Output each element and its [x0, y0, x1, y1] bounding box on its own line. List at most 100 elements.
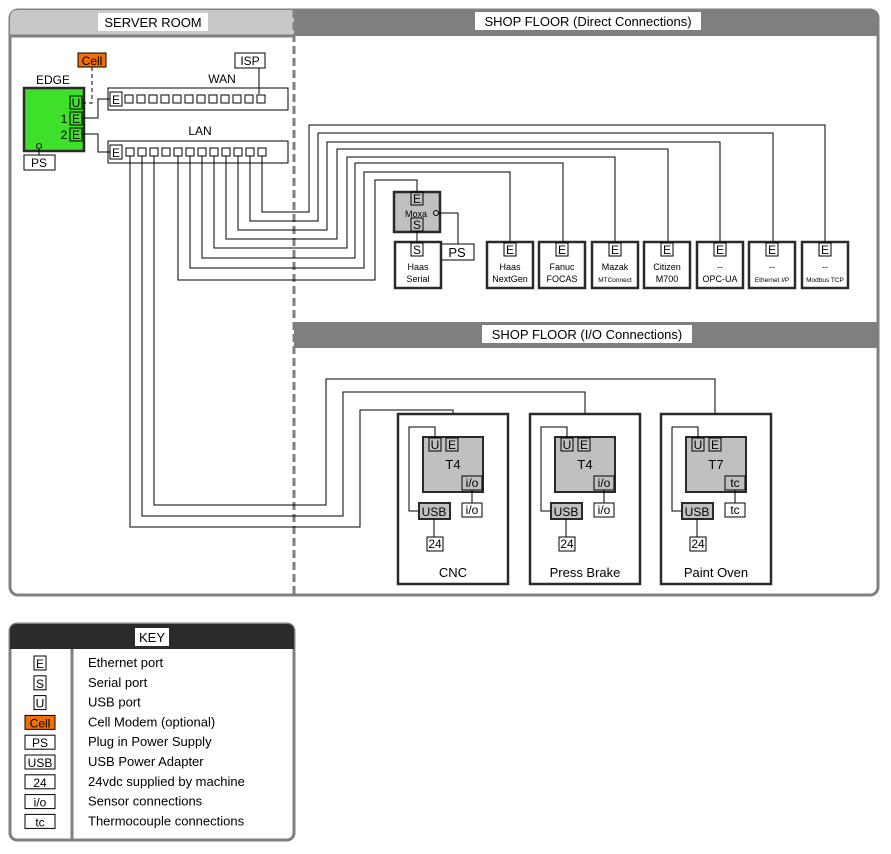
direct-machines: EHaasNextGenEFanucFOCASEMazakMTConnectEC… — [485, 240, 850, 290]
wan-port — [196, 94, 206, 104]
machine-line2: FOCAS — [546, 274, 577, 284]
key-symbol: S — [36, 677, 44, 691]
machine-eth-port: E — [821, 243, 829, 257]
lan-port — [161, 147, 171, 157]
sensor-connection: tc — [730, 503, 739, 517]
haas-serial-line1: Haas — [407, 262, 429, 272]
lan-cable — [189, 156, 511, 269]
machine-name: CNC — [439, 565, 467, 580]
device-model: T7 — [708, 457, 723, 472]
section-title-server-room: SERVER ROOM — [98, 13, 208, 31]
key-description: Sensor connections — [88, 794, 203, 809]
edge-usb-port: U — [72, 96, 81, 110]
moxa-label: Moxa — [405, 209, 427, 219]
key-symbol: PS — [32, 736, 48, 750]
key-description: Thermocouple connections — [88, 813, 245, 828]
edge-ps-label: PS — [31, 156, 47, 170]
wan-port — [220, 94, 230, 104]
wan-port — [244, 94, 254, 104]
machine-eth-port: E — [611, 243, 619, 257]
machine-eth-port: E — [768, 243, 776, 257]
io-connections-title: SHOP FLOOR (I/O Connections) — [492, 327, 683, 342]
key-description: Ethernet port — [88, 655, 164, 670]
key-item: i/o Sensor connections — [24, 794, 203, 810]
wan-port — [208, 94, 218, 104]
device-usb-port: U — [563, 438, 572, 452]
machine-line2: OPC-UA — [702, 274, 737, 284]
haas-serial-line2: Serial — [406, 274, 429, 284]
machine-direct: E--OPC-UA — [695, 240, 745, 290]
machine-name: Paint Oven — [684, 565, 748, 580]
wan-port — [160, 94, 170, 104]
wan-port — [124, 94, 134, 104]
lan-cable — [213, 156, 616, 249]
device-sensor-port: i/o — [466, 476, 479, 490]
machine-line1: Citizen — [653, 262, 681, 272]
wan-switch: WAN E ISP — [82, 52, 289, 119]
machine-line1: Haas — [499, 262, 521, 272]
lan-cable — [225, 148, 669, 242]
key-description: USB port — [88, 695, 141, 710]
key-symbol: i/o — [34, 796, 47, 810]
supply-24v: 24 — [560, 537, 574, 551]
sensor-connection: i/o — [466, 503, 479, 517]
edge-eth1-port: E — [72, 112, 80, 126]
machine-line2: NextGen — [492, 274, 528, 284]
edge-port-1-label: 1 — [61, 112, 68, 126]
machine-name: Press Brake — [550, 565, 621, 580]
key-item: Cell Cell Modem (optional) — [24, 714, 215, 730]
wan-port — [136, 94, 146, 104]
machine-line1: Mazak — [602, 262, 629, 272]
usb-adapter: USB — [554, 505, 579, 519]
device-sensor-port: tc — [730, 476, 739, 490]
lan-uplink-port: E — [112, 146, 120, 160]
key-symbol: tc — [35, 815, 44, 829]
usb-adapter: USB — [685, 505, 710, 519]
device-eth-port: E — [580, 438, 588, 452]
key-item: PS Plug in Power Supply — [24, 734, 212, 750]
key-description: Cell Modem (optional) — [88, 714, 215, 729]
machine-line2: M700 — [656, 274, 679, 284]
machine-line2: Modbus TCP — [806, 277, 844, 284]
moxa-ps-label: PS — [448, 245, 466, 260]
machine-eth-port: E — [663, 243, 671, 257]
key-description: Plug in Power Supply — [88, 734, 212, 749]
moxa-eth-port: E — [413, 192, 421, 206]
wan-label: WAN — [208, 72, 236, 86]
io-cable — [141, 156, 586, 517]
device-model: T4 — [445, 457, 460, 472]
key-symbol: Cell — [30, 716, 51, 730]
key-symbol: USB — [28, 756, 53, 770]
section-title-io: SHOP FLOOR (I/O Connections) — [482, 325, 692, 343]
cell-modem: Cell — [77, 52, 107, 104]
usb-adapter: USB — [422, 505, 447, 519]
edge-label: EDGE — [36, 73, 70, 87]
wan-uplink-port: E — [112, 93, 120, 107]
key-description: 24vdc supplied by machine — [88, 774, 245, 789]
machine-line1: Fanuc — [549, 262, 575, 272]
haas-serial-port: S — [413, 243, 421, 257]
wan-port — [256, 94, 266, 104]
cables — [129, 124, 826, 528]
cell-label: Cell — [82, 54, 103, 68]
io-cable — [153, 156, 716, 506]
wan-port — [232, 94, 242, 104]
device-usb-port: U — [694, 438, 703, 452]
machine-line2: MTConnect — [598, 277, 632, 284]
machine-line1: -- — [769, 262, 775, 272]
edge-port-2-label: 2 — [61, 128, 68, 142]
server-room-title: SERVER ROOM — [104, 15, 201, 30]
key-symbol: U — [36, 697, 45, 711]
lan-cable — [249, 132, 774, 242]
supply-24v: 24 — [428, 537, 442, 551]
wan-port — [148, 94, 158, 104]
wan-port — [184, 94, 194, 104]
sensor-connection: i/o — [598, 503, 611, 517]
